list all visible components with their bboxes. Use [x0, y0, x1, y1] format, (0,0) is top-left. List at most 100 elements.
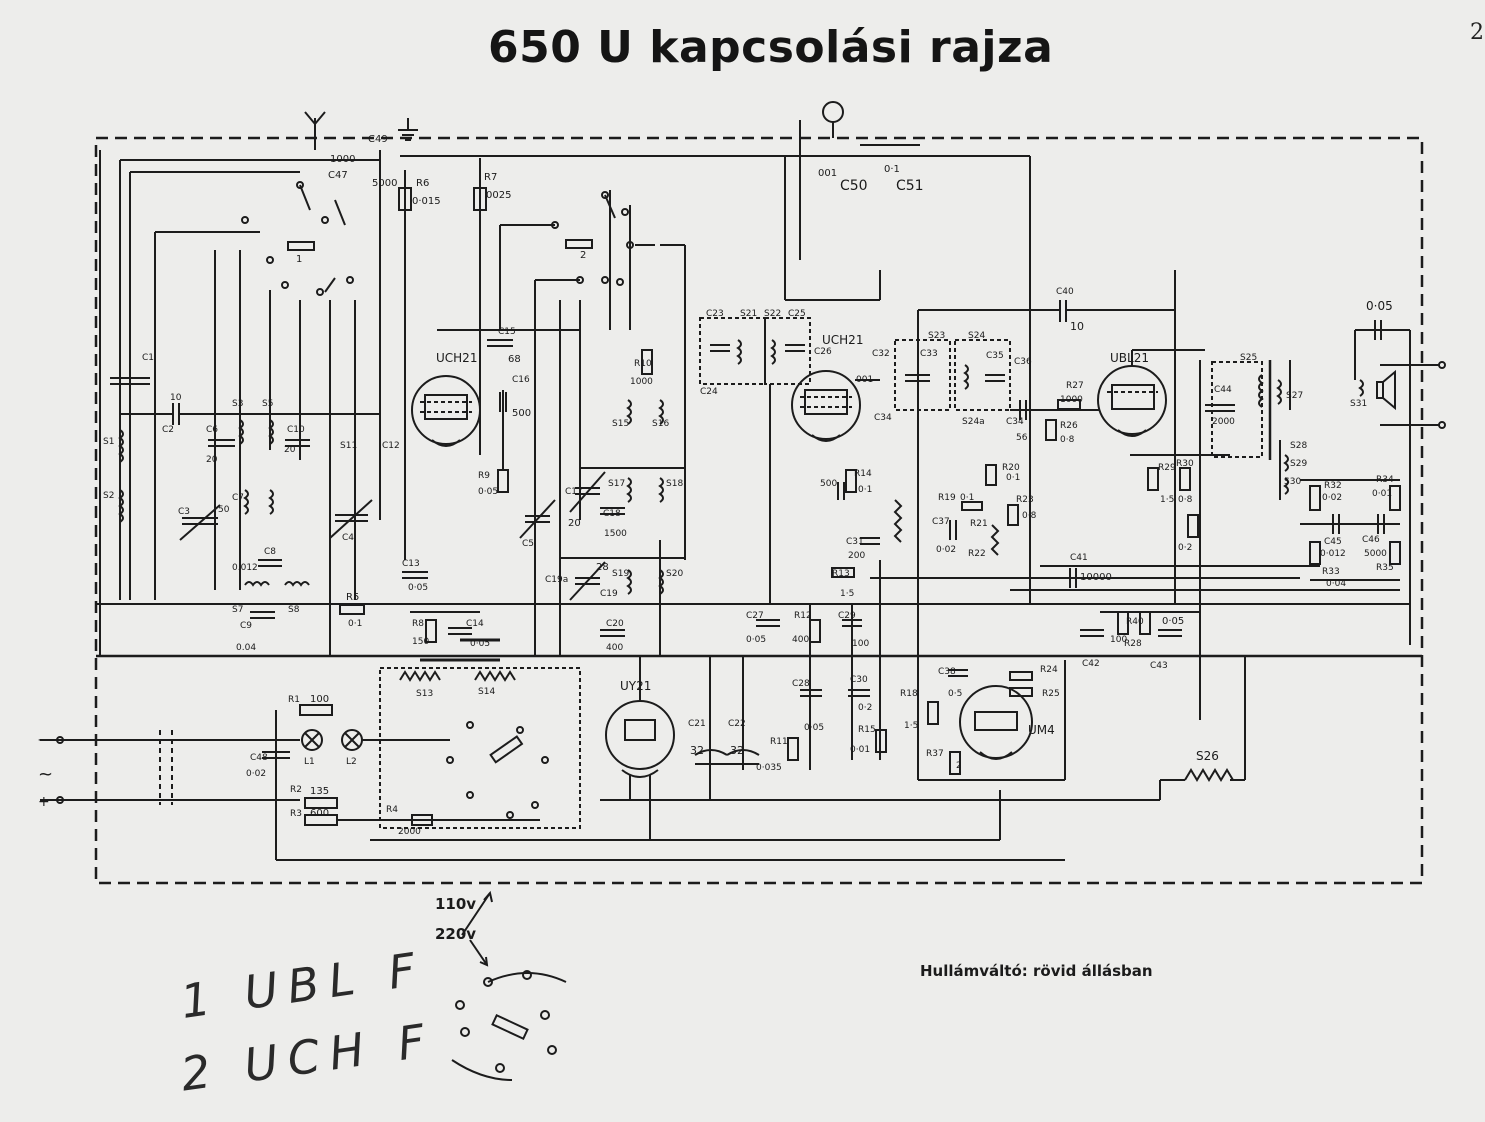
label-c32: C32 [872, 349, 890, 359]
label-c45: C45 [1324, 537, 1342, 547]
label-c19: C19 [600, 589, 618, 599]
label-r23: R23 [1016, 495, 1034, 505]
label-r8: R8 [412, 619, 424, 629]
label-r2v: 135 [310, 786, 329, 797]
label-s13: S13 [416, 689, 433, 699]
mains-switch-box [379, 667, 581, 829]
label-c48: C48 [250, 753, 268, 763]
label-c45v: 0·012 [1320, 549, 1346, 559]
label-s22: S22 [764, 309, 781, 319]
label-mains: ~ [38, 764, 53, 785]
label-r19: R19 [938, 493, 956, 503]
label-r19v: 0·1 [960, 493, 974, 503]
label-r21: R21 [970, 519, 988, 529]
coil-s7 [244, 581, 270, 587]
label-s29: S29 [1290, 459, 1307, 469]
tube-uch21-left [411, 375, 481, 447]
label-c10v: 20 [284, 445, 296, 455]
label-c9: C9 [240, 621, 252, 631]
label-s21: S21 [740, 309, 757, 319]
heater-s26 [1184, 768, 1234, 782]
label-c21: C21 [688, 719, 706, 729]
label-r28: R28 [1124, 639, 1142, 649]
label-s25: S25 [1240, 353, 1257, 363]
label-r20v: 0·1 [1006, 473, 1020, 483]
output-transformer-box [1211, 361, 1263, 458]
label-r1v: 100 [310, 694, 329, 705]
label-sw2: 2 [580, 250, 586, 261]
capacitor-c30 [837, 482, 845, 500]
label-s20: S20 [666, 569, 683, 579]
label-r31v: 0·2 [1178, 543, 1192, 553]
wave-switch-2 [551, 191, 655, 286]
label-c10: C10 [287, 425, 305, 435]
coil-s4 [243, 489, 249, 515]
label-r7v: 0025 [486, 190, 511, 201]
coil-s31 [1358, 379, 1364, 397]
label-c2v: 10 [170, 393, 182, 403]
label-c50v: 001 [818, 168, 837, 179]
lamp-l1 [301, 729, 323, 751]
tube-label-uy21: UY21 [620, 679, 651, 693]
chassis-outline [94, 136, 1424, 885]
label-s24: S24 [968, 331, 985, 341]
label-c38v: 0·5 [948, 689, 962, 699]
label-c2: C2 [162, 425, 174, 435]
if-transformer-3 [894, 339, 1011, 411]
label-s28: S28 [1290, 441, 1307, 451]
label-c15v: 68 [508, 354, 521, 365]
resistor-r6 [398, 187, 412, 211]
label-r37: R37 [926, 749, 944, 759]
capacitor-c3 [179, 504, 221, 541]
label-c30b: 0·2 [858, 703, 872, 713]
label-r34v: 0·01 [1372, 489, 1392, 499]
resistor-r10 [641, 349, 653, 375]
tube-um4 [959, 685, 1033, 760]
label-c50: C50 [840, 178, 868, 194]
label-r10: R10 [634, 359, 652, 369]
capacitor-c37 [949, 520, 957, 540]
label-s11: S11 [340, 441, 357, 451]
label-c34x: C34 [874, 413, 892, 423]
label-c16v: 500 [512, 408, 531, 419]
tube-label-uch21a: UCH21 [436, 351, 477, 365]
label-r22: R22 [968, 549, 986, 559]
resistor-r35 [1389, 541, 1401, 565]
label-c34: C34 [1006, 417, 1024, 427]
label-c20: C20 [606, 619, 624, 629]
capacitor-c2 [172, 403, 180, 425]
coil-s30 [1283, 477, 1289, 495]
label-r32: R32 [1324, 481, 1342, 491]
label-c27v: 0·05 [746, 635, 766, 645]
tone-pot [990, 524, 1000, 556]
resistor-r37 [949, 751, 961, 775]
label-r15v: 0·01 [850, 745, 870, 755]
label-c6v: 20 [206, 455, 218, 465]
label-s26: S26 [1196, 749, 1219, 763]
voltage-selector-detail [451, 890, 567, 1081]
coil-s16 [658, 399, 664, 425]
capacitor-c10 [285, 439, 310, 447]
lamp-l2 [341, 729, 363, 751]
label-c30: C30 [850, 675, 868, 685]
label-c41v: 10000 [1080, 572, 1112, 583]
capacitor-c15 [487, 339, 513, 347]
resistor-r29 [1147, 467, 1159, 491]
label-c29v: 100 [852, 639, 869, 649]
label-s18: S18 [666, 479, 683, 489]
resistor-r19 [961, 501, 983, 511]
label-c37: C37 [932, 517, 950, 527]
label-c46v: 5000 [1364, 549, 1387, 559]
switch-position-caption: Hullámváltó: rövid állásban [920, 962, 1153, 980]
label-s1: S1 [103, 437, 114, 447]
label-r26v: 0·8 [1060, 435, 1075, 445]
coil-s28 [1283, 454, 1289, 472]
tube-ubl21 [1097, 365, 1167, 437]
label-c51v: 0·1 [884, 164, 900, 175]
label-c17v: 20 [568, 518, 581, 529]
label-c14v: 0·05 [470, 639, 490, 649]
label-r4: R4 [386, 805, 398, 815]
label-r7: R7 [484, 172, 497, 183]
label-s15: S15 [612, 419, 629, 429]
capacitor-c17 [569, 471, 606, 513]
